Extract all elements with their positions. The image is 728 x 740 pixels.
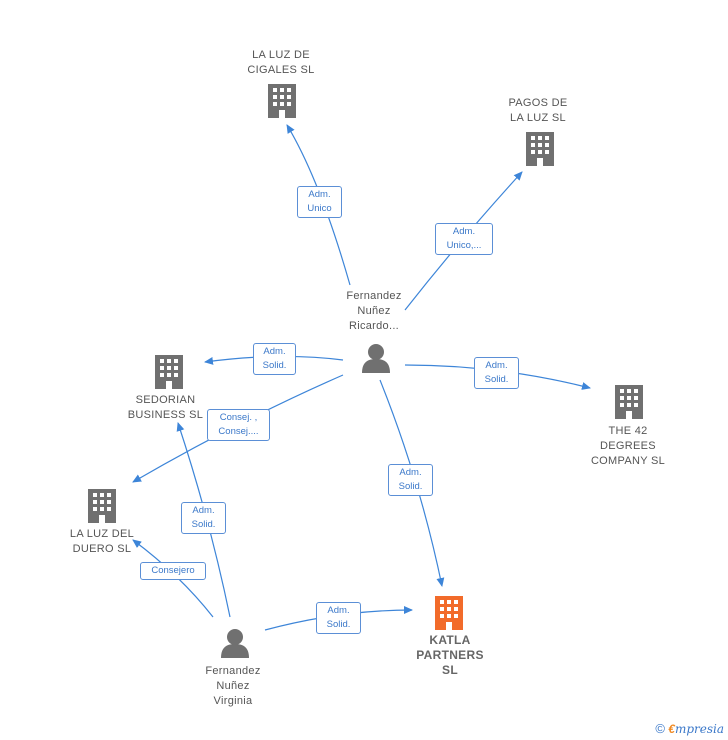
edge-label-adm-solid: Adm. Solid. [388, 464, 433, 496]
node-label-sedorian[interactable]: SEDORIAN BUSINESS SL [127, 394, 204, 421]
edge-label-adm-solid: Adm. Solid. [316, 602, 361, 634]
node-label-the42[interactable]: THE 42 DEGREES COMPANY SL [590, 425, 666, 467]
building-icon[interactable] [155, 355, 183, 389]
node-label-katla[interactable]: KATLA PARTNERS SL [416, 633, 484, 677]
building-icon[interactable] [88, 489, 116, 523]
edge-label-consej: Consej. , Consej.... [207, 409, 270, 441]
building-icon[interactable] [435, 596, 463, 630]
copyright-icon: © [655, 721, 665, 736]
edge-label-adm-solid: Adm. Solid. [474, 357, 519, 389]
node-label-la-luz-cigales[interactable]: LA LUZ DE CIGALES SL [247, 49, 315, 76]
edge-label-adm-solid: Adm. Solid. [253, 343, 296, 375]
node-label-la-luz-duero[interactable]: LA LUZ DEL DUERO SL [69, 528, 135, 555]
brand-name: mpresia [674, 722, 724, 736]
node-label-ricardo[interactable]: Fernandez Nuñez Ricardo... [346, 290, 402, 332]
brand-initial: € [668, 722, 675, 736]
building-icon[interactable] [526, 132, 554, 166]
edge-label-adm-solid: Adm. Solid. [181, 502, 226, 534]
person-icon[interactable] [362, 344, 390, 373]
edge-label-consejero: Consejero [140, 562, 206, 580]
node-label-pagos-luz[interactable]: PAGOS DE LA LUZ SL [508, 97, 568, 124]
footer-brand: © €mpresia [655, 721, 724, 736]
person-icon[interactable] [221, 629, 249, 658]
edge-label-adm-unico-etc: Adm. Unico,... [435, 223, 493, 255]
edge-label-adm-unico: Adm. Unico [297, 186, 342, 218]
building-icon[interactable] [268, 84, 296, 118]
building-icon[interactable] [615, 385, 643, 419]
node-label-virginia[interactable]: Fernandez Nuñez Virginia [205, 665, 261, 707]
